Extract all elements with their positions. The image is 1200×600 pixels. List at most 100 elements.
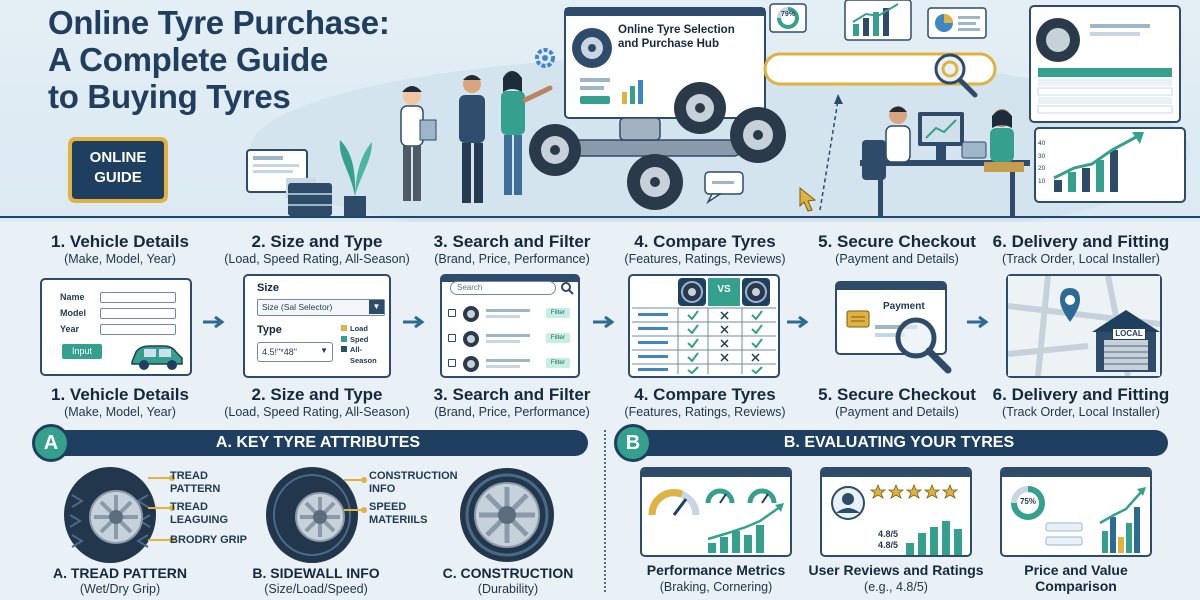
arrow-right-icon: [403, 315, 425, 329]
hero-growth-chart-card: [1034, 127, 1186, 203]
step-4-subtitle: (Features, Ratings, Reviews): [624, 252, 786, 266]
legend-label: All-: [350, 345, 363, 354]
rating-values: 4.8/5 4.8/5: [878, 529, 898, 551]
name-input[interactable]: [100, 292, 176, 303]
step-1-subtitle-repeat: (Make, Model, Year): [64, 405, 176, 419]
step-4-subtitle-repeat: (Features, Ratings, Reviews): [624, 405, 786, 419]
magnifier-icon: [895, 317, 952, 374]
step-1-title-repeat: 1. Vehicle Details: [51, 385, 189, 404]
car-chassis-illustration: [529, 82, 786, 210]
step-6-subtitle-repeat: (Track Order, Local Installer): [1002, 405, 1160, 419]
speed-materials-annotation: SPEED MATERIILS: [369, 501, 427, 527]
step-4-title-repeat: 4. Compare Tyres: [634, 385, 776, 404]
tread-pattern-annotation: TREAD PATTERN: [170, 470, 220, 496]
gauge-value: 79%: [780, 11, 795, 18]
step-5-title: 5. Secure Checkout: [818, 232, 976, 251]
card-top-bar: [442, 276, 578, 282]
chart-tick: 20: [1038, 165, 1046, 172]
year-input[interactable]: [100, 324, 176, 335]
vehicle-details-card: Name Model Year Input: [40, 278, 192, 376]
checkbox[interactable]: [448, 334, 456, 342]
filter-button[interactable]: Filter: [546, 333, 570, 343]
hero-section: Online Tyre Selection and Purchase Hub 7…: [0, 0, 1200, 222]
step-3-subtitle-repeat: (Brand, Price, Performance): [434, 405, 590, 419]
step-2-title: 2. Size and Type: [251, 232, 383, 251]
size-select[interactable]: Size (Sal Selector) ▼: [257, 299, 385, 316]
legend-label: Season: [350, 355, 377, 365]
legend-item-all-season: All-: [341, 345, 377, 356]
map-illustration: [1008, 276, 1160, 376]
step-6-title-repeat: 6. Delivery and Fitting: [992, 385, 1170, 404]
rating-value: 4.8/5: [878, 529, 899, 539]
list-item[interactable]: Filter: [448, 329, 572, 349]
step-2-subtitle-repeat: (Load, Speed Rating, All-Season): [224, 405, 410, 419]
tread-pattern-caption: A. TREAD PATTERN: [52, 565, 188, 581]
search-placeholder: Search: [457, 283, 483, 292]
checkbox[interactable]: [448, 309, 456, 317]
model-label: Model: [60, 308, 86, 318]
brodry-grip-annotation: BRODRY GRIP: [170, 534, 248, 546]
card-top-bar: [822, 469, 970, 477]
list-item[interactable]: Filter: [448, 304, 572, 324]
step-1-title: 1. Vehicle Details: [51, 232, 189, 251]
step-6-subtitle: (Track Order, Local Installer): [1002, 252, 1160, 266]
hero-divider: [0, 216, 1200, 218]
annotation-leaders: [344, 477, 367, 513]
sidewall-info-caption: B. SIDEWALL INFO: [252, 565, 380, 581]
local-sign: LOCAL: [1112, 328, 1146, 340]
type-legend: Load Sped All- Season: [341, 324, 377, 366]
filter-button[interactable]: Filter: [546, 358, 570, 368]
title-line-1: Online Tyre Purchase:: [48, 4, 390, 41]
tread-leaguing-annotation: TREAD LEAGUING: [170, 501, 228, 527]
section-a-letter: A: [32, 424, 70, 462]
step-2-subtitle: (Load, Speed Rating, All-Season): [224, 252, 410, 266]
step-6-title: 6. Delivery and Fitting: [992, 232, 1170, 251]
price-caption-line-2: Comparison: [1035, 578, 1117, 594]
list-item[interactable]: Filter: [448, 354, 572, 374]
model-input[interactable]: [100, 308, 176, 319]
payment-label: Payment: [883, 301, 925, 312]
hero-spec-table-card: [1029, 5, 1181, 123]
size-type-card: Size Size (Sal Selector) ▼ Type 4.5!"*48…: [243, 274, 391, 378]
hub-title: Online Tyre Selection and Purchase Hub: [618, 23, 758, 51]
step-5-subtitle: (Payment and Details): [835, 252, 959, 266]
hub-title-line-1: Online Tyre Selection: [618, 24, 735, 36]
gauge-card: [769, 3, 807, 33]
cursor-icon: [799, 186, 817, 212]
construction-info-annotation: CONSTRUCTION INFO: [369, 470, 458, 496]
checkbox[interactable]: [448, 359, 456, 367]
credit-card-icon: [846, 310, 917, 337]
search-filter-card: Search Filter Filter Filter: [440, 274, 580, 378]
chat-bubble-icon: [704, 171, 744, 205]
hero-pie-card: [927, 7, 987, 39]
input-button[interactable]: Input: [62, 344, 102, 359]
name-label: Name: [60, 292, 85, 302]
filter-button[interactable]: Filter: [546, 308, 570, 318]
chart-tick: 30: [1038, 152, 1046, 160]
sidewall-info-subcaption: (Size/Load/Speed): [264, 582, 368, 596]
construction-subcaption: (Durability): [477, 582, 539, 596]
step-5-subtitle-repeat: (Payment and Details): [835, 405, 959, 419]
chart-tick: 40: [1038, 140, 1046, 147]
chart-tick: 10: [1038, 177, 1046, 185]
hero-search-bar: [763, 52, 997, 98]
step-4-title: 4. Compare Tyres: [634, 232, 776, 251]
legend-label: Load: [350, 324, 368, 333]
construction-caption: C. CONSTRUCTION: [442, 565, 574, 581]
year-label: Year: [60, 324, 80, 334]
people-group-illustration: [400, 71, 553, 203]
tyre-icon: [463, 356, 479, 372]
delivery-fitting-card: LOCAL: [1006, 274, 1162, 378]
annotation-line: INFO: [369, 483, 396, 495]
search-input[interactable]: Search: [450, 281, 556, 295]
size-label: Size: [257, 282, 280, 294]
arrow-right-icon: [787, 315, 809, 329]
car-icon: [131, 345, 183, 370]
type-select[interactable]: 4.5!"*48" ▼: [257, 342, 333, 362]
badge-shape: [68, 137, 168, 203]
user-reviews-caption: User Reviews and Ratings: [808, 562, 984, 578]
type-select-value: 4.5!"*48": [262, 347, 297, 357]
annotation-line: CONSTRUCTION: [369, 470, 458, 482]
search-icon[interactable]: [560, 281, 574, 295]
growth-chart-ticks: 40 30 20 10: [1038, 138, 1052, 188]
